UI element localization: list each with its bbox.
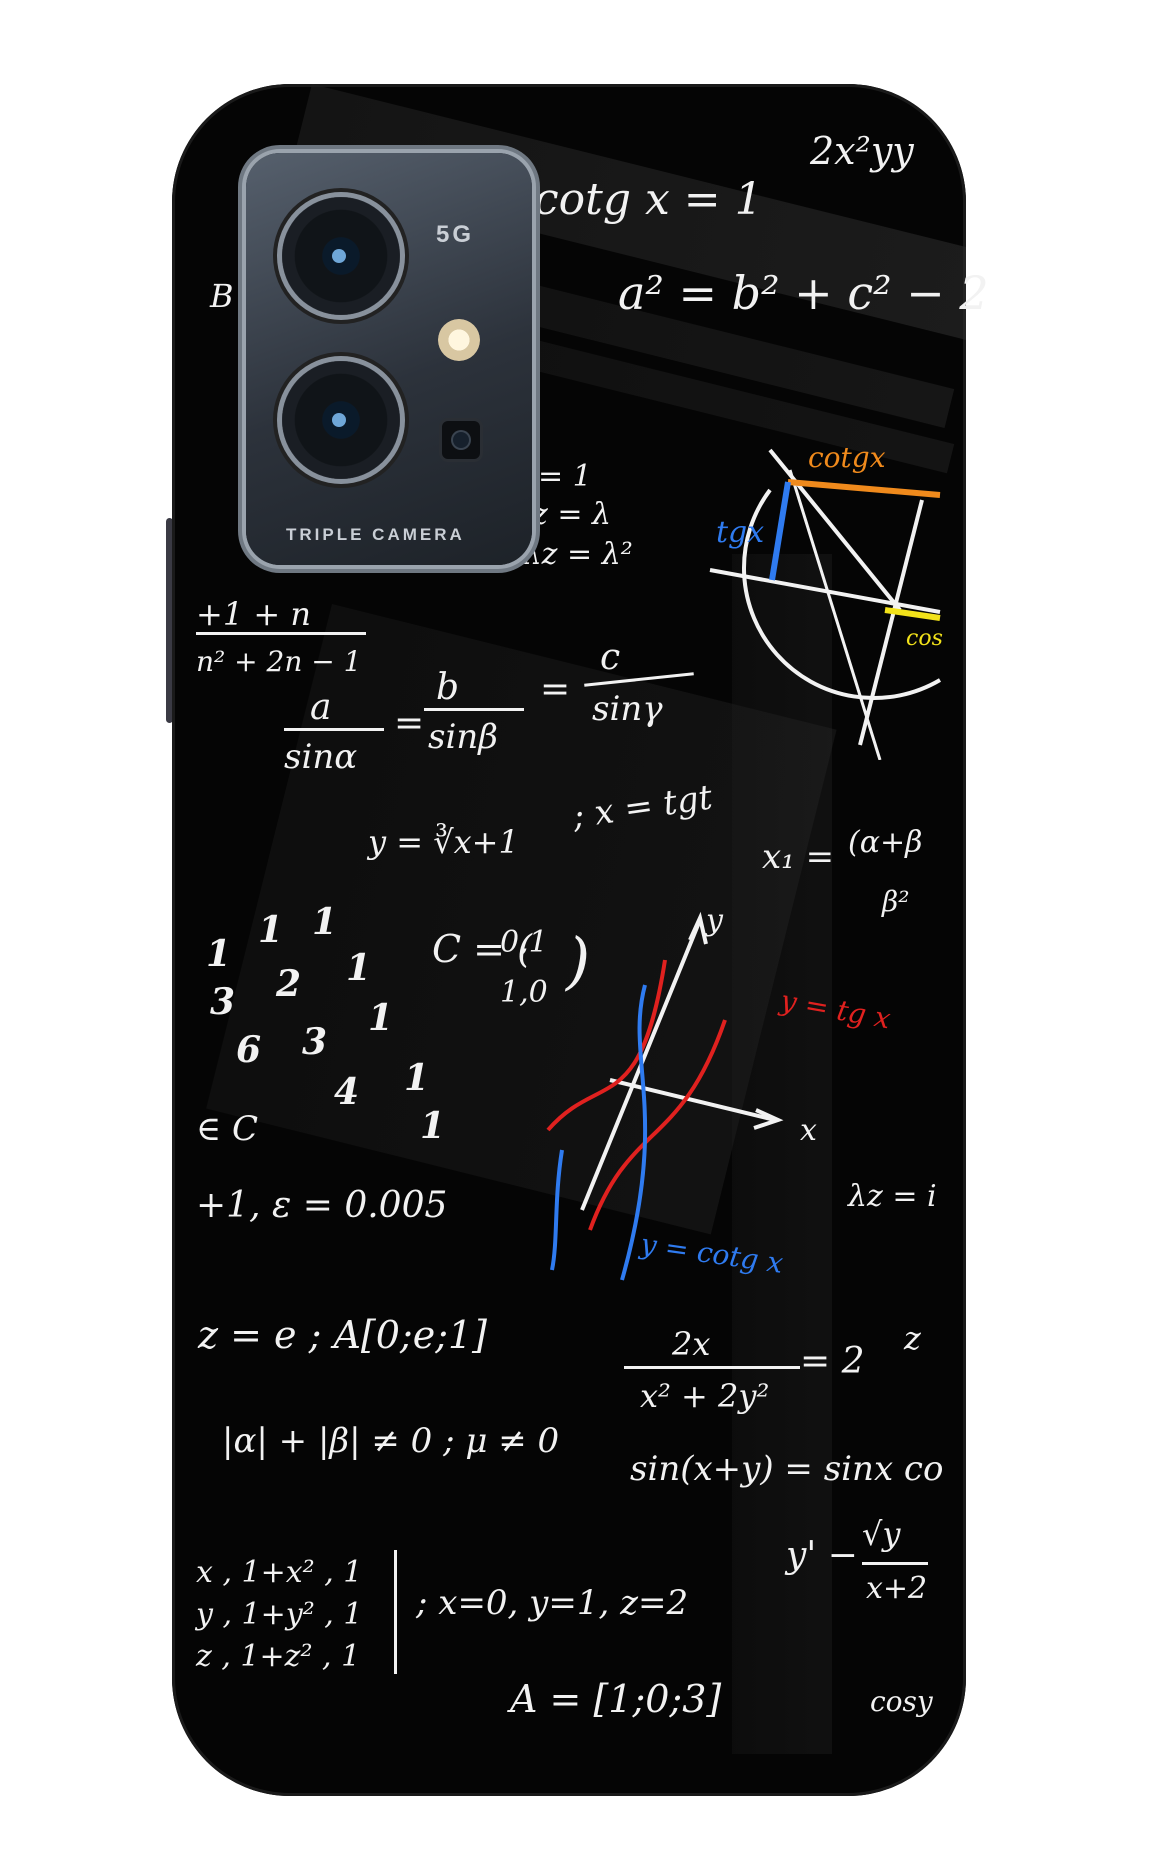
eq-cotg: cotg x = 1 bbox=[534, 174, 763, 225]
cotg-curve-2 bbox=[550, 1149, 564, 1271]
number: 3 bbox=[210, 981, 236, 1023]
sine-b: b bbox=[436, 667, 460, 708]
graph-y-label: y bbox=[706, 903, 723, 938]
eq-a-vector: A = [1;0;3] bbox=[510, 1677, 722, 1721]
tg-curve-2 bbox=[588, 1019, 727, 1231]
number: 1 bbox=[420, 1105, 446, 1147]
frac-2x-eq: = 2 bbox=[800, 1341, 865, 1382]
eq-series-bottom: n² + 2n − 1 bbox=[196, 645, 362, 678]
cotg-segment bbox=[787, 479, 941, 498]
number: 1 bbox=[258, 909, 284, 951]
x-arrow bbox=[753, 1108, 784, 1130]
number: 2 bbox=[276, 963, 302, 1005]
number: 1 bbox=[312, 901, 338, 943]
eq-pythagoras: a² = b² + c² − 2 bbox=[618, 266, 989, 320]
sine-sina: sinα bbox=[284, 737, 358, 777]
eq-lambda-z: λz = i bbox=[848, 1179, 937, 1214]
horizontal-axis bbox=[709, 568, 941, 614]
sine-sing: sinγ bbox=[592, 689, 663, 729]
camera-label: TRIPLE CAMERA bbox=[286, 525, 465, 544]
graph-x-label: x bbox=[800, 1113, 817, 1148]
diagonal-line bbox=[788, 469, 882, 760]
eq-sin-sum: sin(x+y) = sinx co bbox=[630, 1449, 944, 1489]
flash-icon bbox=[438, 319, 480, 361]
matrix-row-2: 1,0 bbox=[500, 975, 548, 1010]
sine-sinb: sinβ bbox=[428, 717, 498, 757]
number: 6 bbox=[236, 1029, 262, 1071]
eq-y-prime: y' − bbox=[786, 1535, 858, 1576]
eq-one: = 1 bbox=[538, 459, 592, 494]
depth-sensor bbox=[442, 421, 480, 459]
number: 1 bbox=[206, 933, 232, 975]
eq-cos-y: cosy bbox=[870, 1685, 933, 1718]
tg-curve-1 bbox=[546, 959, 667, 1132]
sine-fraction-line-1 bbox=[284, 728, 384, 731]
tg-segment bbox=[769, 481, 791, 581]
label-cos: cos bbox=[906, 626, 943, 651]
sine-c: c bbox=[600, 637, 621, 678]
number: 3 bbox=[302, 1021, 328, 1063]
eq-top-right: 2x²yy bbox=[810, 129, 914, 173]
vertical-axis bbox=[858, 499, 924, 746]
frac-2x-num: 2x bbox=[672, 1325, 711, 1363]
det-row-3: z , 1+z² , 1 bbox=[196, 1639, 361, 1674]
lens-glint bbox=[332, 249, 346, 263]
number: 1 bbox=[404, 1057, 430, 1099]
label-tgx: tgx bbox=[716, 515, 765, 550]
x-axis bbox=[609, 1078, 776, 1122]
number: 4 bbox=[334, 1071, 360, 1113]
frac-2x-line bbox=[624, 1366, 800, 1369]
cos-segment bbox=[884, 607, 941, 621]
y-arrow bbox=[688, 911, 708, 945]
det-row-2: y , 1+y² , 1 bbox=[196, 1597, 363, 1632]
sine-eq-1: = bbox=[394, 703, 425, 744]
det-row-1: x , 1+x² , 1 bbox=[196, 1555, 363, 1590]
eq-abs: |α| + |β| ≠ 0 ; μ ≠ 0 bbox=[222, 1421, 560, 1461]
det-bar bbox=[394, 1550, 397, 1674]
eq-x-plus-2: x+2 bbox=[866, 1571, 928, 1606]
eq-sqrt-y: √y bbox=[862, 1515, 901, 1553]
eq-z-lambda: z = λ bbox=[532, 497, 612, 532]
eq-z-e: z = e ; A[0;e;1] bbox=[198, 1313, 488, 1357]
number: 1 bbox=[368, 997, 394, 1039]
eq-x1: x₁ = bbox=[762, 837, 835, 877]
sine-eq-2: = bbox=[540, 669, 571, 710]
eq-z-small: z bbox=[904, 1319, 921, 1357]
eq-b-letter: B bbox=[210, 277, 234, 315]
sine-a: a bbox=[310, 687, 332, 728]
eq-matrix: C = ( bbox=[432, 927, 532, 971]
eq-alpha-beta: (α+β bbox=[848, 825, 923, 860]
eq-beta2: β² bbox=[882, 885, 910, 918]
unit-circle-diagram bbox=[709, 448, 942, 760]
label-cotgx: cotgx bbox=[808, 441, 886, 474]
sine-fraction-line-2 bbox=[424, 708, 524, 711]
side-button bbox=[166, 518, 173, 723]
eq-cuberoot: y = ∛x+1 bbox=[368, 823, 519, 861]
matrix-row-1: 0,1 bbox=[500, 925, 548, 960]
camera-lens-top bbox=[282, 197, 400, 315]
matrix-close: ) bbox=[566, 924, 591, 997]
camera-module: 5G TRIPLE CAMERA bbox=[246, 153, 532, 565]
eq-xyz: ; x=0, y=1, z=2 bbox=[416, 1583, 689, 1623]
lens-glint bbox=[332, 413, 346, 427]
circle-arc bbox=[742, 488, 942, 700]
eq-series-top: +1 + n bbox=[196, 595, 311, 633]
camera-lens-bottom bbox=[282, 361, 400, 479]
series-fraction-line bbox=[196, 632, 366, 635]
trig-graph bbox=[546, 911, 784, 1281]
sqrt-fraction-line bbox=[862, 1562, 928, 1565]
shadow-stripe bbox=[732, 554, 832, 1754]
eq-epsilon: +1, ε = 0.005 bbox=[196, 1185, 448, 1226]
number: 1 bbox=[346, 947, 372, 989]
eq-epsilon-c: ∈ C bbox=[196, 1109, 258, 1149]
badge-5g: 5G bbox=[436, 221, 475, 248]
frac-2x-den: x² + 2y² bbox=[640, 1377, 770, 1415]
cotg-curve-1 bbox=[620, 984, 648, 1281]
